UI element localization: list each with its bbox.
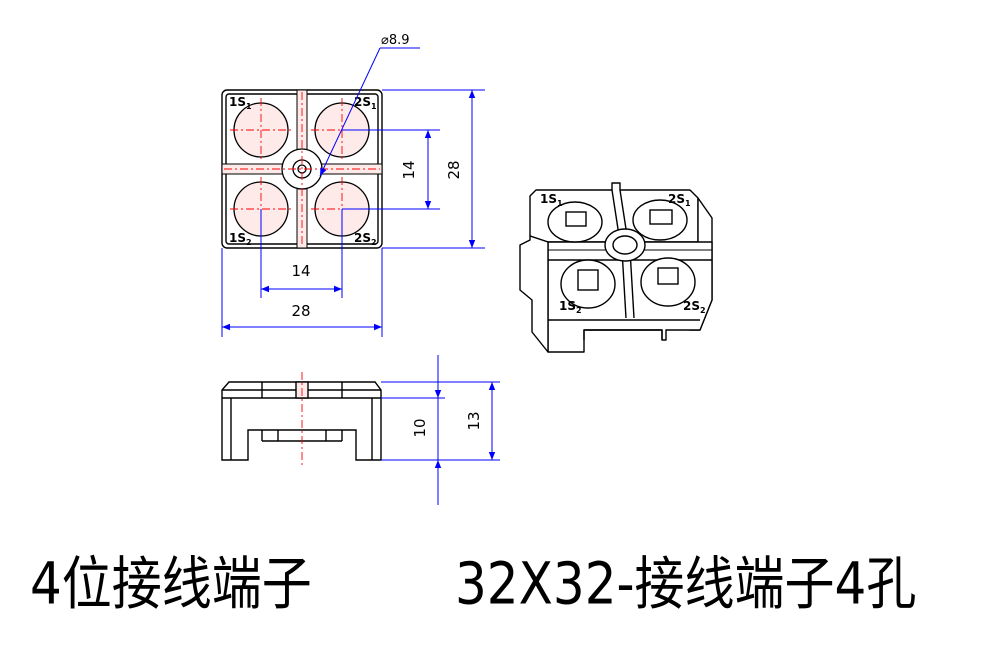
iso-hole-back-left xyxy=(547,201,603,243)
iso-view: 1S1 2S1 1S2 2S2 xyxy=(519,182,713,353)
dim-inner-height: 10 xyxy=(411,418,429,437)
top-view: 1S1 2S1 1S2 2S2 ⌀8.9 14 28 xyxy=(221,33,485,337)
iso-hole-front-right xyxy=(640,257,696,307)
label-2s1: 2S1 xyxy=(354,95,377,111)
label-2s2: 2S2 xyxy=(354,231,377,247)
side-view: 10 13 xyxy=(221,355,500,505)
iso-label-2s1: 2S1 xyxy=(668,192,691,208)
iso-label-2s2: 2S2 xyxy=(683,299,706,315)
dim-height: 28 xyxy=(445,160,463,179)
iso-hole-front-left xyxy=(560,259,616,309)
caption-right: 32X32-接线端子4孔 xyxy=(455,550,917,618)
dim-total-height: 13 xyxy=(465,411,483,430)
dim-pitch-vertical: 14 xyxy=(400,160,418,179)
iso-label-1s1: 1S1 xyxy=(540,192,563,208)
iso-hole-back-right xyxy=(632,199,688,241)
top-view-dimensions xyxy=(221,47,485,337)
iso-label-1s2: 1S2 xyxy=(559,299,582,315)
label-1s1: 1S1 xyxy=(229,95,252,111)
dim-pitch-horizontal: 14 xyxy=(291,262,310,280)
dim-hole-diameter: ⌀8.9 xyxy=(381,33,410,48)
dim-width: 28 xyxy=(291,302,310,320)
side-view-dimensions xyxy=(381,355,500,505)
label-1s2: 1S2 xyxy=(229,231,252,247)
caption-left: 4位接线端子 xyxy=(30,550,312,618)
